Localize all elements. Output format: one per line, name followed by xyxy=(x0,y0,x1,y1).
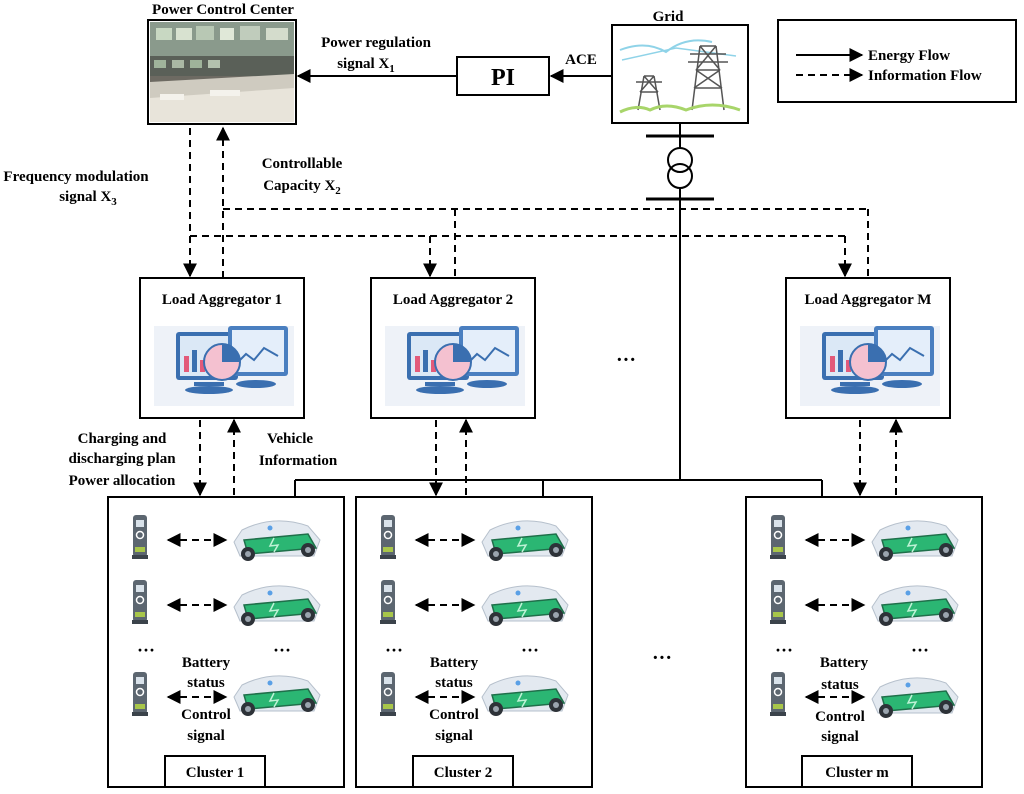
power-regulation-label-2: signal X1 xyxy=(337,56,395,75)
dashboard-icon xyxy=(153,325,295,407)
charger-icon xyxy=(379,579,397,625)
charger-icon xyxy=(131,579,149,625)
capacity-label-1: Controllable xyxy=(262,156,343,172)
charger-icon xyxy=(769,671,787,717)
charger-icon xyxy=(769,514,787,560)
svg-text:···: ··· xyxy=(137,640,155,660)
load-aggregator-1: Load Aggregator 1 xyxy=(139,277,305,419)
pi-label: PI xyxy=(491,65,515,91)
load-aggregator-m: Load Aggregator M xyxy=(785,277,951,419)
transformer-symbol xyxy=(646,123,714,201)
control-center-label: Power Control Center xyxy=(152,2,294,18)
aggregator-ellipsis: ··· xyxy=(616,349,636,371)
control-center-photo xyxy=(147,19,297,125)
dashboard-icon xyxy=(384,325,526,407)
svg-text:Battery: Battery xyxy=(430,655,479,671)
svg-text:···: ··· xyxy=(775,640,793,660)
svg-text:Control: Control xyxy=(181,707,231,723)
svg-text:Control: Control xyxy=(815,709,865,725)
aggregator-1-label: Load Aggregator 1 xyxy=(162,292,282,308)
grid-label: Grid xyxy=(653,9,684,25)
charger-icon xyxy=(131,671,149,717)
svg-text:status: status xyxy=(187,675,225,691)
ace-label: ACE xyxy=(565,52,597,68)
svg-text:···: ··· xyxy=(385,640,403,660)
charger-icon xyxy=(769,579,787,625)
cluster-2: ··· ··· Battery status Control signal Cl… xyxy=(355,496,593,788)
svg-text:Battery: Battery xyxy=(820,655,869,671)
plan-label-2: discharging plan xyxy=(68,451,176,467)
legend: Energy Flow Information Flow xyxy=(777,19,1017,103)
svg-text:status: status xyxy=(435,675,473,691)
charger-icon xyxy=(379,514,397,560)
svg-text:Control: Control xyxy=(429,707,479,723)
svg-text:signal: signal xyxy=(187,728,225,744)
dashboard-icon xyxy=(799,325,941,407)
cluster-ellipsis: ··· xyxy=(652,647,672,669)
plan-label-1: Charging and xyxy=(78,431,167,447)
charger-icon xyxy=(379,671,397,717)
cluster-m-label: Cluster m xyxy=(825,765,889,781)
svg-text:···: ··· xyxy=(911,640,929,660)
vehicle-label-1: Vehicle xyxy=(267,431,313,447)
aggregator-2-label: Load Aggregator 2 xyxy=(393,292,513,308)
svg-text:signal: signal xyxy=(435,728,473,744)
vehicle-label-2: Information xyxy=(259,453,338,469)
svg-text:···: ··· xyxy=(521,640,539,660)
pi-controller: PI xyxy=(456,56,550,96)
svg-text:signal: signal xyxy=(821,729,859,745)
capacity-label-2: Capacity X2 xyxy=(263,178,341,197)
svg-text:Battery: Battery xyxy=(182,655,231,671)
load-aggregator-2: Load Aggregator 2 xyxy=(370,277,536,419)
plan-label-3: Power allocation xyxy=(69,473,176,489)
cluster-1: ··· ··· Battery status Control signal Cl… xyxy=(107,496,345,788)
svg-text:···: ··· xyxy=(273,640,291,660)
power-regulation-label-1: Power regulation xyxy=(321,35,432,51)
legend-energy-label: Energy Flow xyxy=(868,48,950,64)
legend-information-label: Information Flow xyxy=(868,68,982,84)
aggregator-m-label: Load Aggregator M xyxy=(805,292,932,308)
frequency-label-1: Frequency modulation xyxy=(3,169,149,185)
frequency-label-2: signal X3 xyxy=(59,189,117,208)
svg-text:status: status xyxy=(821,677,859,693)
cluster-2-label: Cluster 2 xyxy=(434,765,492,781)
cluster-m: ··· ··· Battery status Control signal Cl… xyxy=(745,496,983,788)
charger-icon xyxy=(131,514,149,560)
grid-picture xyxy=(611,24,749,124)
cluster-1-label: Cluster 1 xyxy=(186,765,244,781)
